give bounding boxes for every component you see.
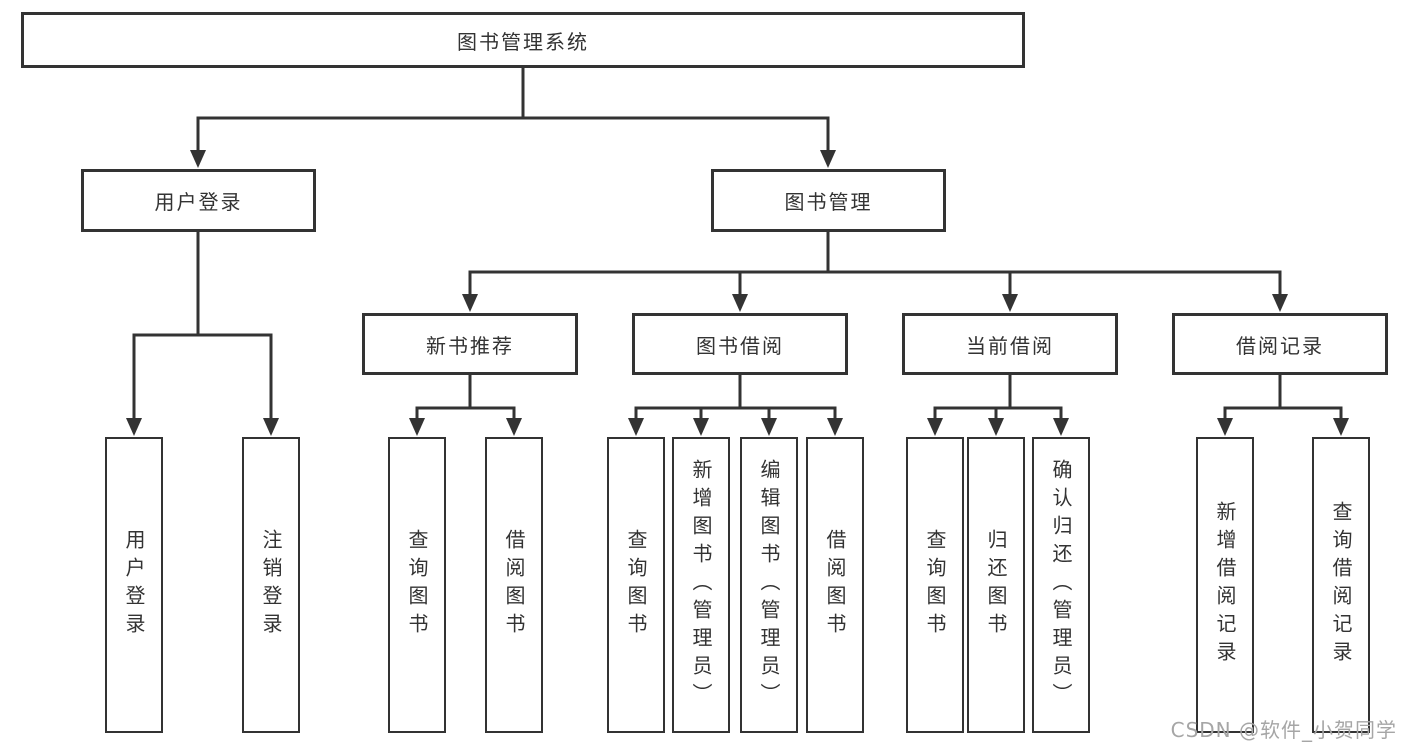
leaf-logout: 注销登录: [242, 437, 300, 733]
leaf-user-login: 用户登录: [105, 437, 163, 733]
node-library-system: 图书管理系统: [21, 12, 1025, 68]
leaf-label: 确认归还（管理员）: [1049, 459, 1073, 711]
leaf-label: 查询图书: [624, 529, 648, 641]
leaf-add-borrow-record: 新增借阅记录: [1196, 437, 1254, 733]
node-new-book-recommendation: 新书推荐: [362, 313, 578, 375]
leaf-label: 查询图书: [923, 529, 947, 641]
leaf-edit-book-admin: 编辑图书（管理员）: [740, 437, 798, 733]
leaf-label: 编辑图书（管理员）: [757, 459, 781, 711]
node-book-management: 图书管理: [711, 169, 946, 232]
leaf-label: 查询图书: [405, 529, 429, 641]
node-user-login: 用户登录: [81, 169, 316, 232]
leaf-label: 借阅图书: [823, 529, 847, 641]
leaf-label: 归还图书: [984, 529, 1008, 641]
connector-strokes: [132, 66, 1343, 422]
leaf-borrow-book-recommend: 借阅图书: [485, 437, 543, 733]
leaf-add-book-admin: 新增图书（管理员）: [672, 437, 730, 733]
leaf-query-borrow-record: 查询借阅记录: [1312, 437, 1370, 733]
node-current-borrowing: 当前借阅: [902, 313, 1118, 375]
watermark: CSDN @软件_小贺同学: [1170, 718, 1397, 742]
leaf-query-book-recommend: 查询图书: [388, 437, 446, 733]
leaf-query-book-borrowing: 查询图书: [607, 437, 665, 733]
leaf-return-book: 归还图书: [967, 437, 1025, 733]
leaf-label: 用户登录: [122, 529, 146, 641]
leaf-query-book-current: 查询图书: [906, 437, 964, 733]
node-book-borrowing: 图书借阅: [632, 313, 848, 375]
leaf-label: 注销登录: [259, 529, 283, 641]
leaf-label: 查询借阅记录: [1329, 501, 1353, 669]
leaf-label: 新增借阅记录: [1213, 501, 1237, 669]
leaf-label: 新增图书（管理员）: [689, 459, 713, 711]
arrowheads: [126, 150, 1349, 436]
leaf-label: 借阅图书: [502, 529, 526, 641]
leaf-borrow-book-borrowing: 借阅图书: [806, 437, 864, 733]
leaf-confirm-return-admin: 确认归还（管理员）: [1032, 437, 1090, 733]
node-borrowing-records: 借阅记录: [1172, 313, 1388, 375]
